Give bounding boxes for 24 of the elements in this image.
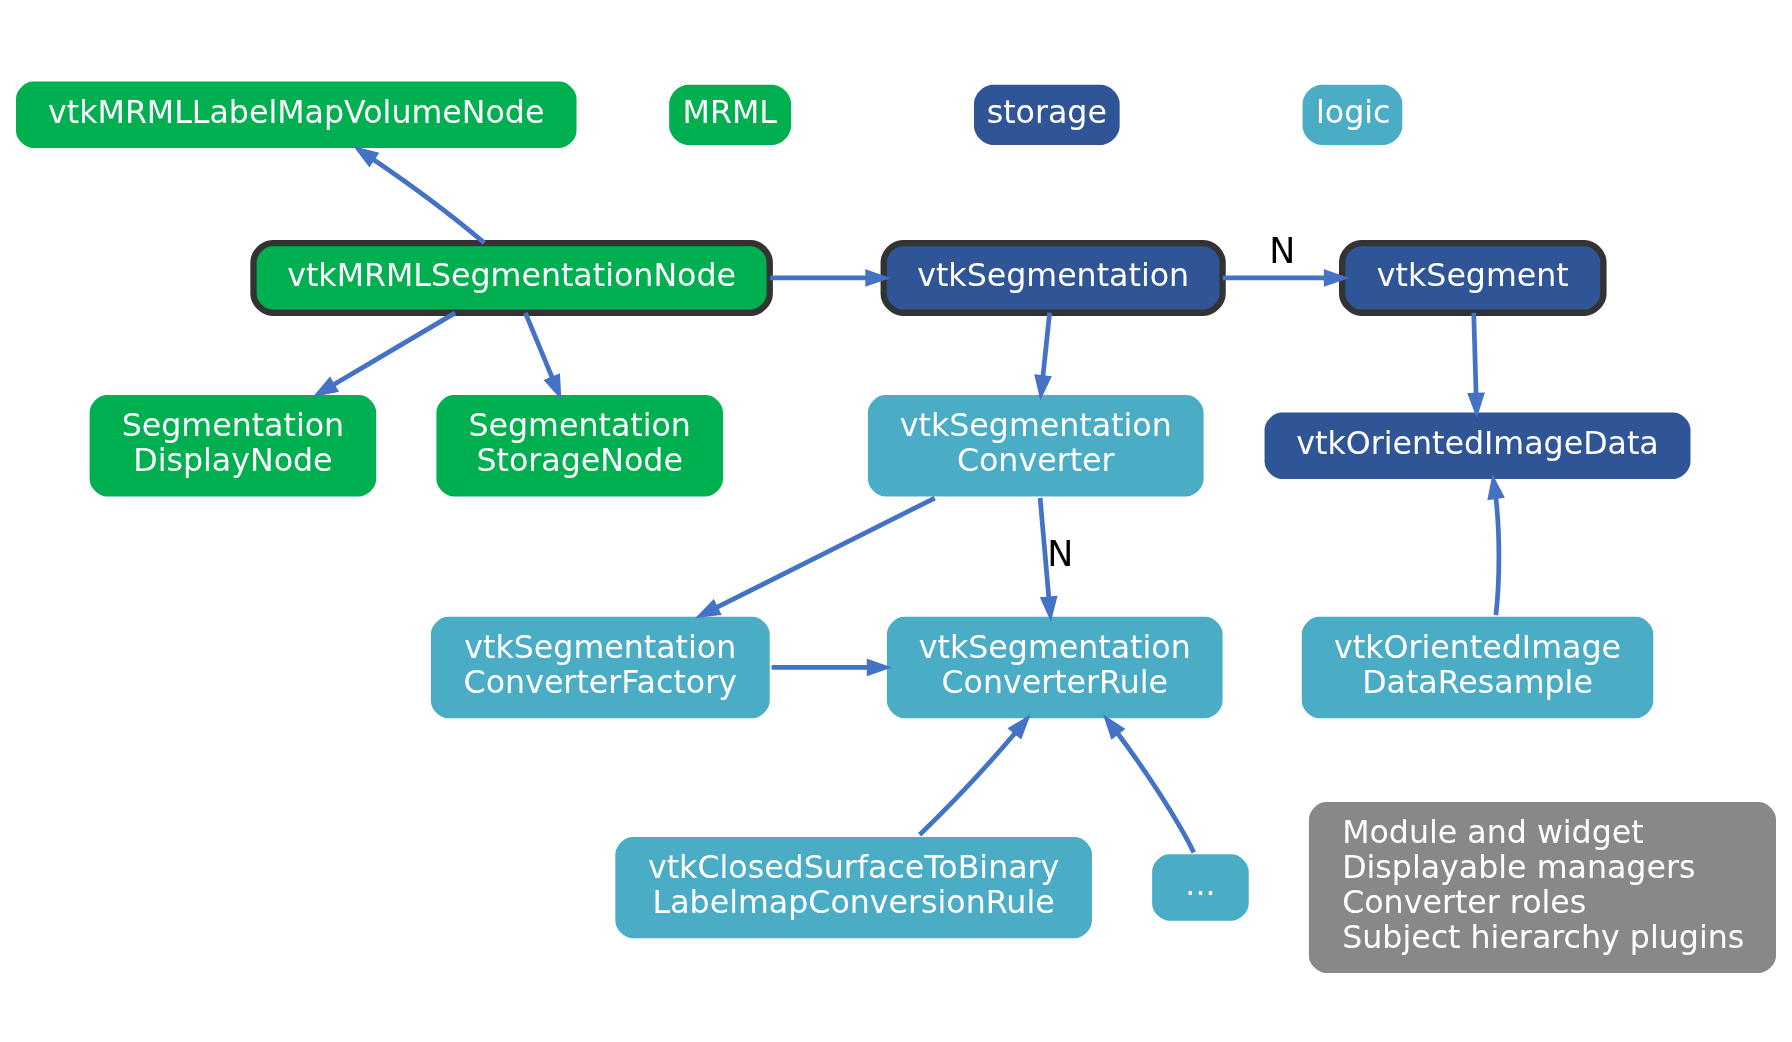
arrow <box>1034 312 1052 401</box>
node-box: vtkSegmentation ConverterFactory <box>427 613 773 722</box>
edge-label: N <box>1047 533 1074 574</box>
arrow <box>312 310 457 398</box>
arrow <box>353 145 486 245</box>
arrow <box>918 714 1031 837</box>
node-box: vtkMRMLSegmentationNode <box>250 239 773 316</box>
arrow <box>523 311 562 401</box>
arrow <box>771 658 893 677</box>
node-box: vtkSegment <box>1338 239 1607 316</box>
arrow <box>1467 312 1485 419</box>
edge-label: N <box>1269 231 1296 272</box>
legend-label: MRML <box>682 93 777 130</box>
node-box: vtkSegmentation <box>880 239 1226 316</box>
arrow <box>695 495 936 619</box>
arrow <box>1037 497 1058 622</box>
node-box: vtkSegmentation ConverterRule <box>883 613 1226 722</box>
arrow <box>1487 473 1505 616</box>
node-box: vtkOrientedImage DataResample <box>1298 613 1657 722</box>
legend-label: storage <box>986 93 1107 130</box>
arrow <box>770 269 891 287</box>
legend-label: logic <box>1316 93 1391 130</box>
arrow <box>1222 269 1350 287</box>
arrow <box>1102 714 1196 854</box>
